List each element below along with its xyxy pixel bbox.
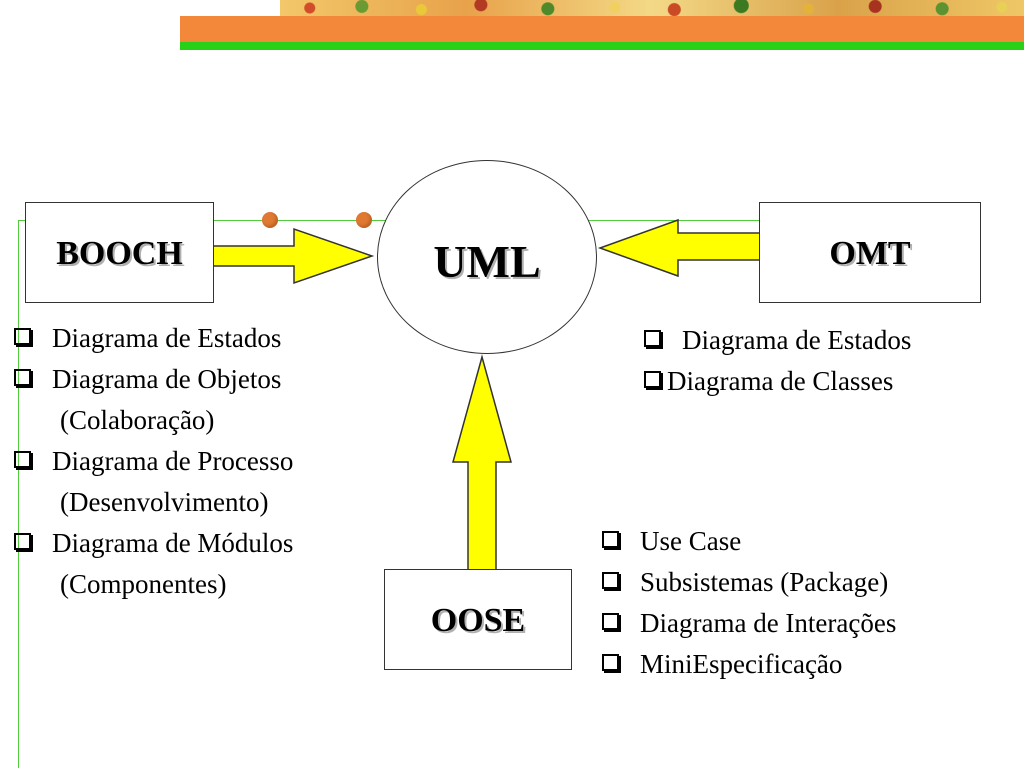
list-item-text: MiniEspecificação xyxy=(640,649,843,679)
list-item-continuation: (Desenvolvimento) xyxy=(14,482,293,523)
guide-line-vertical xyxy=(18,220,19,768)
dot-3 xyxy=(262,212,278,228)
banner-green-band xyxy=(180,42,1024,50)
oose-label: OOSE xyxy=(430,602,526,639)
banner-orange-band xyxy=(180,16,1024,42)
checkbox-bullet-icon xyxy=(602,613,619,630)
checkbox-bullet-icon xyxy=(644,330,661,347)
list-item-subtext: (Desenvolvimento) xyxy=(60,487,269,517)
list-item: Use Case xyxy=(602,521,896,562)
omt-diagram-list: Diagrama de Estados Diagrama de Classes xyxy=(644,320,911,402)
list-item: Subsistemas (Package) xyxy=(602,562,896,603)
list-item-text: Diagrama de Estados xyxy=(682,325,912,355)
checkbox-bullet-icon xyxy=(602,531,619,548)
omt-label: OMT xyxy=(829,235,911,272)
list-item-text: Diagrama de Interações xyxy=(640,608,897,638)
list-item-text: Diagrama de Objetos xyxy=(52,364,282,394)
list-item: Diagrama de Módulos xyxy=(14,523,293,564)
list-item-text: Use Case xyxy=(640,526,742,556)
checkbox-bullet-icon xyxy=(14,369,31,386)
arrow-oose-to-uml xyxy=(452,354,512,571)
uml-label: UML xyxy=(433,236,541,287)
list-item-text: Diagrama de Estados xyxy=(52,323,282,353)
booch-box: BOOCH xyxy=(25,202,214,303)
list-item-subtext: (Componentes) xyxy=(60,569,227,599)
checkbox-bullet-icon xyxy=(602,572,619,589)
arrow-omt-to-uml xyxy=(597,218,761,278)
checkbox-bullet-icon xyxy=(14,533,31,550)
list-item-continuation: (Componentes) xyxy=(14,564,293,605)
checkbox-bullet-icon xyxy=(14,451,31,468)
checkbox-bullet-icon xyxy=(14,328,31,345)
checkbox-bullet-icon xyxy=(602,654,619,671)
list-item-text: Diagrama de Processo xyxy=(52,446,294,476)
list-item-subtext: (Colaboração) xyxy=(60,405,215,435)
booch-diagram-list: Diagrama de Estados Diagrama de Objetos … xyxy=(14,318,293,605)
list-item-text: Diagrama de Módulos xyxy=(52,528,294,558)
list-item: Diagrama de Estados xyxy=(644,320,911,361)
checkbox-bullet-icon xyxy=(644,371,661,388)
list-item: Diagrama de Estados xyxy=(14,318,293,359)
oose-box: OOSE xyxy=(384,569,572,670)
list-item: Diagrama de Interações xyxy=(602,603,896,644)
list-item: Diagrama de Processo xyxy=(14,441,293,482)
list-item: Diagrama de Objetos xyxy=(14,359,293,400)
header-banner xyxy=(180,0,1024,50)
arrow-booch-to-uml xyxy=(212,227,375,285)
banner-flower-strip xyxy=(280,0,1024,16)
omt-box: OMT xyxy=(759,202,981,303)
uml-circle: UML xyxy=(377,160,597,354)
list-item: MiniEspecificação xyxy=(602,644,896,685)
list-item-text: Subsistemas (Package) xyxy=(640,567,889,597)
dot-4 xyxy=(356,212,372,228)
list-item-continuation: (Colaboração) xyxy=(14,400,293,441)
list-item-text: Diagrama de Classes xyxy=(667,366,894,396)
oose-diagram-list: Use Case Subsistemas (Package) Diagrama … xyxy=(602,521,896,685)
list-item: Diagrama de Classes xyxy=(644,361,911,402)
booch-label: BOOCH xyxy=(56,235,183,272)
